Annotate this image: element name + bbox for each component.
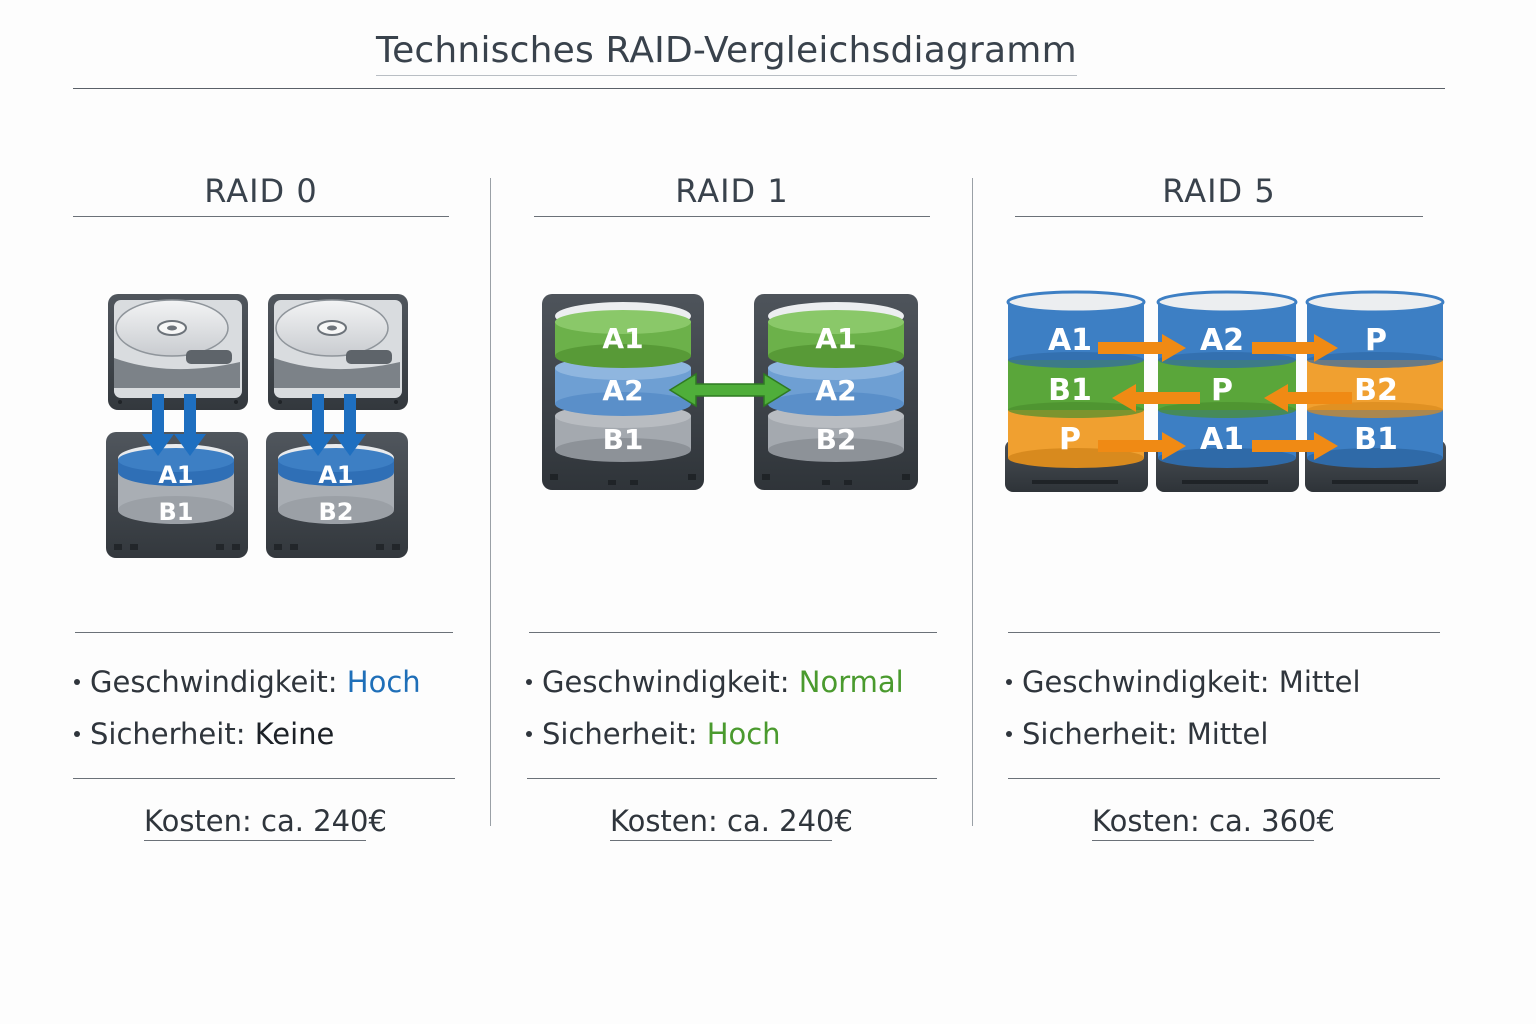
section-divider [73,778,455,779]
block-label: P [1211,373,1233,408]
column-separator [490,178,491,826]
platter-label: A1 [158,461,193,489]
raid1-disk-2: A1 A2 B2 [754,294,918,490]
raid1-disk-1: A1 A2 B1 [542,294,704,490]
raid5-illustration: A1 B1 P A2 P A1 [1005,290,1446,492]
speed-label: Geschwindigkeit: [1022,665,1270,699]
raid5-disk-3: P B2 B1 [1305,290,1446,492]
security-label: Sicherheit: [90,717,246,751]
platter-label: B1 [159,498,194,526]
raid5-heading: RAID 5 [1162,172,1276,210]
speed-row: Geschwindigkeit: Normal [526,660,904,712]
section-divider [1008,632,1440,633]
raid0-write-arrows [142,394,366,456]
block-label: P [1059,422,1081,457]
speed-row: Geschwindigkeit: Mittel [1006,660,1361,712]
platter-label: A2 [602,374,643,407]
block-label: A2 [1200,323,1244,358]
block-label: A1 [1048,323,1092,358]
page-title: Technisches RAID-Vergleichsdiagramm [376,30,1077,76]
block-label: A1 [1200,422,1244,457]
security-label: Sicherheit: [1022,717,1178,751]
speed-row: Geschwindigkeit: Hoch [74,660,421,712]
raid0-hdd-top-1 [108,294,248,410]
bullet-dot [526,731,532,737]
raid1-cost: Kosten: ca. 240€ [610,804,853,841]
raid1-illustration: A1 A2 B1 A1 A2 B2 [542,294,918,490]
security-value: Keine [254,717,335,751]
block-label: P [1365,323,1387,358]
raid0-cost: Kosten: ca. 240€ [144,804,387,841]
bullet-dot [74,679,80,685]
parity-arrows [1098,334,1352,460]
platter-label: B2 [816,423,857,456]
platter-label: A2 [815,374,856,407]
section-divider [1008,778,1440,779]
raid0-disk-2: A1 B2 [266,432,408,558]
block-label: B2 [1354,373,1398,408]
raid5-cost: Kosten: ca. 360€ [1092,804,1335,841]
security-value: Hoch [706,717,781,751]
speed-value: Mittel [1278,665,1361,699]
column-separator [972,178,973,826]
platter-label: A1 [318,461,353,489]
heading-divider [1015,216,1423,217]
raid1-heading: RAID 1 [675,172,789,210]
section-divider [529,632,937,633]
speed-label: Geschwindigkeit: [542,665,790,699]
section-divider [75,632,453,633]
security-value: Mittel [1186,717,1269,751]
raid5-disk-1: A1 B1 P [1005,290,1148,492]
raid5-disk-2: A2 P A1 [1156,290,1299,492]
security-label: Sicherheit: [542,717,698,751]
raid0-disk-1: A1 B1 [106,432,248,558]
bullet-dot [526,679,532,685]
section-divider [527,778,937,779]
platter-label: A1 [602,322,643,355]
mirror-double-arrow [668,372,792,408]
security-row: Sicherheit: Hoch [526,712,904,764]
block-label: B1 [1048,373,1092,408]
raid0-heading: RAID 0 [204,172,318,210]
security-row: Sicherheit: Keine [74,712,421,764]
raid0-hdd-top-2 [268,294,408,410]
bullet-dot [1006,679,1012,685]
speed-value: Normal [798,665,904,699]
platter-label: B1 [603,423,644,456]
security-row: Sicherheit: Mittel [1006,712,1361,764]
raid1-properties: Geschwindigkeit: Normal Sicherheit: Hoch [526,660,904,764]
block-label: B1 [1354,422,1398,457]
speed-value: Hoch [346,665,421,699]
speed-label: Geschwindigkeit: [90,665,338,699]
heading-divider [73,216,449,217]
platter-label: B2 [319,498,354,526]
raid0-properties: Geschwindigkeit: Hoch Sicherheit: Keine [74,660,421,764]
platter-label: A1 [815,322,856,355]
bullet-dot [1006,731,1012,737]
title-divider [73,88,1445,89]
raid5-properties: Geschwindigkeit: Mittel Sicherheit: Mitt… [1006,660,1361,764]
bullet-dot [74,731,80,737]
heading-divider [534,216,930,217]
raid0-illustration: A1 B1 A1 B2 [106,294,408,558]
